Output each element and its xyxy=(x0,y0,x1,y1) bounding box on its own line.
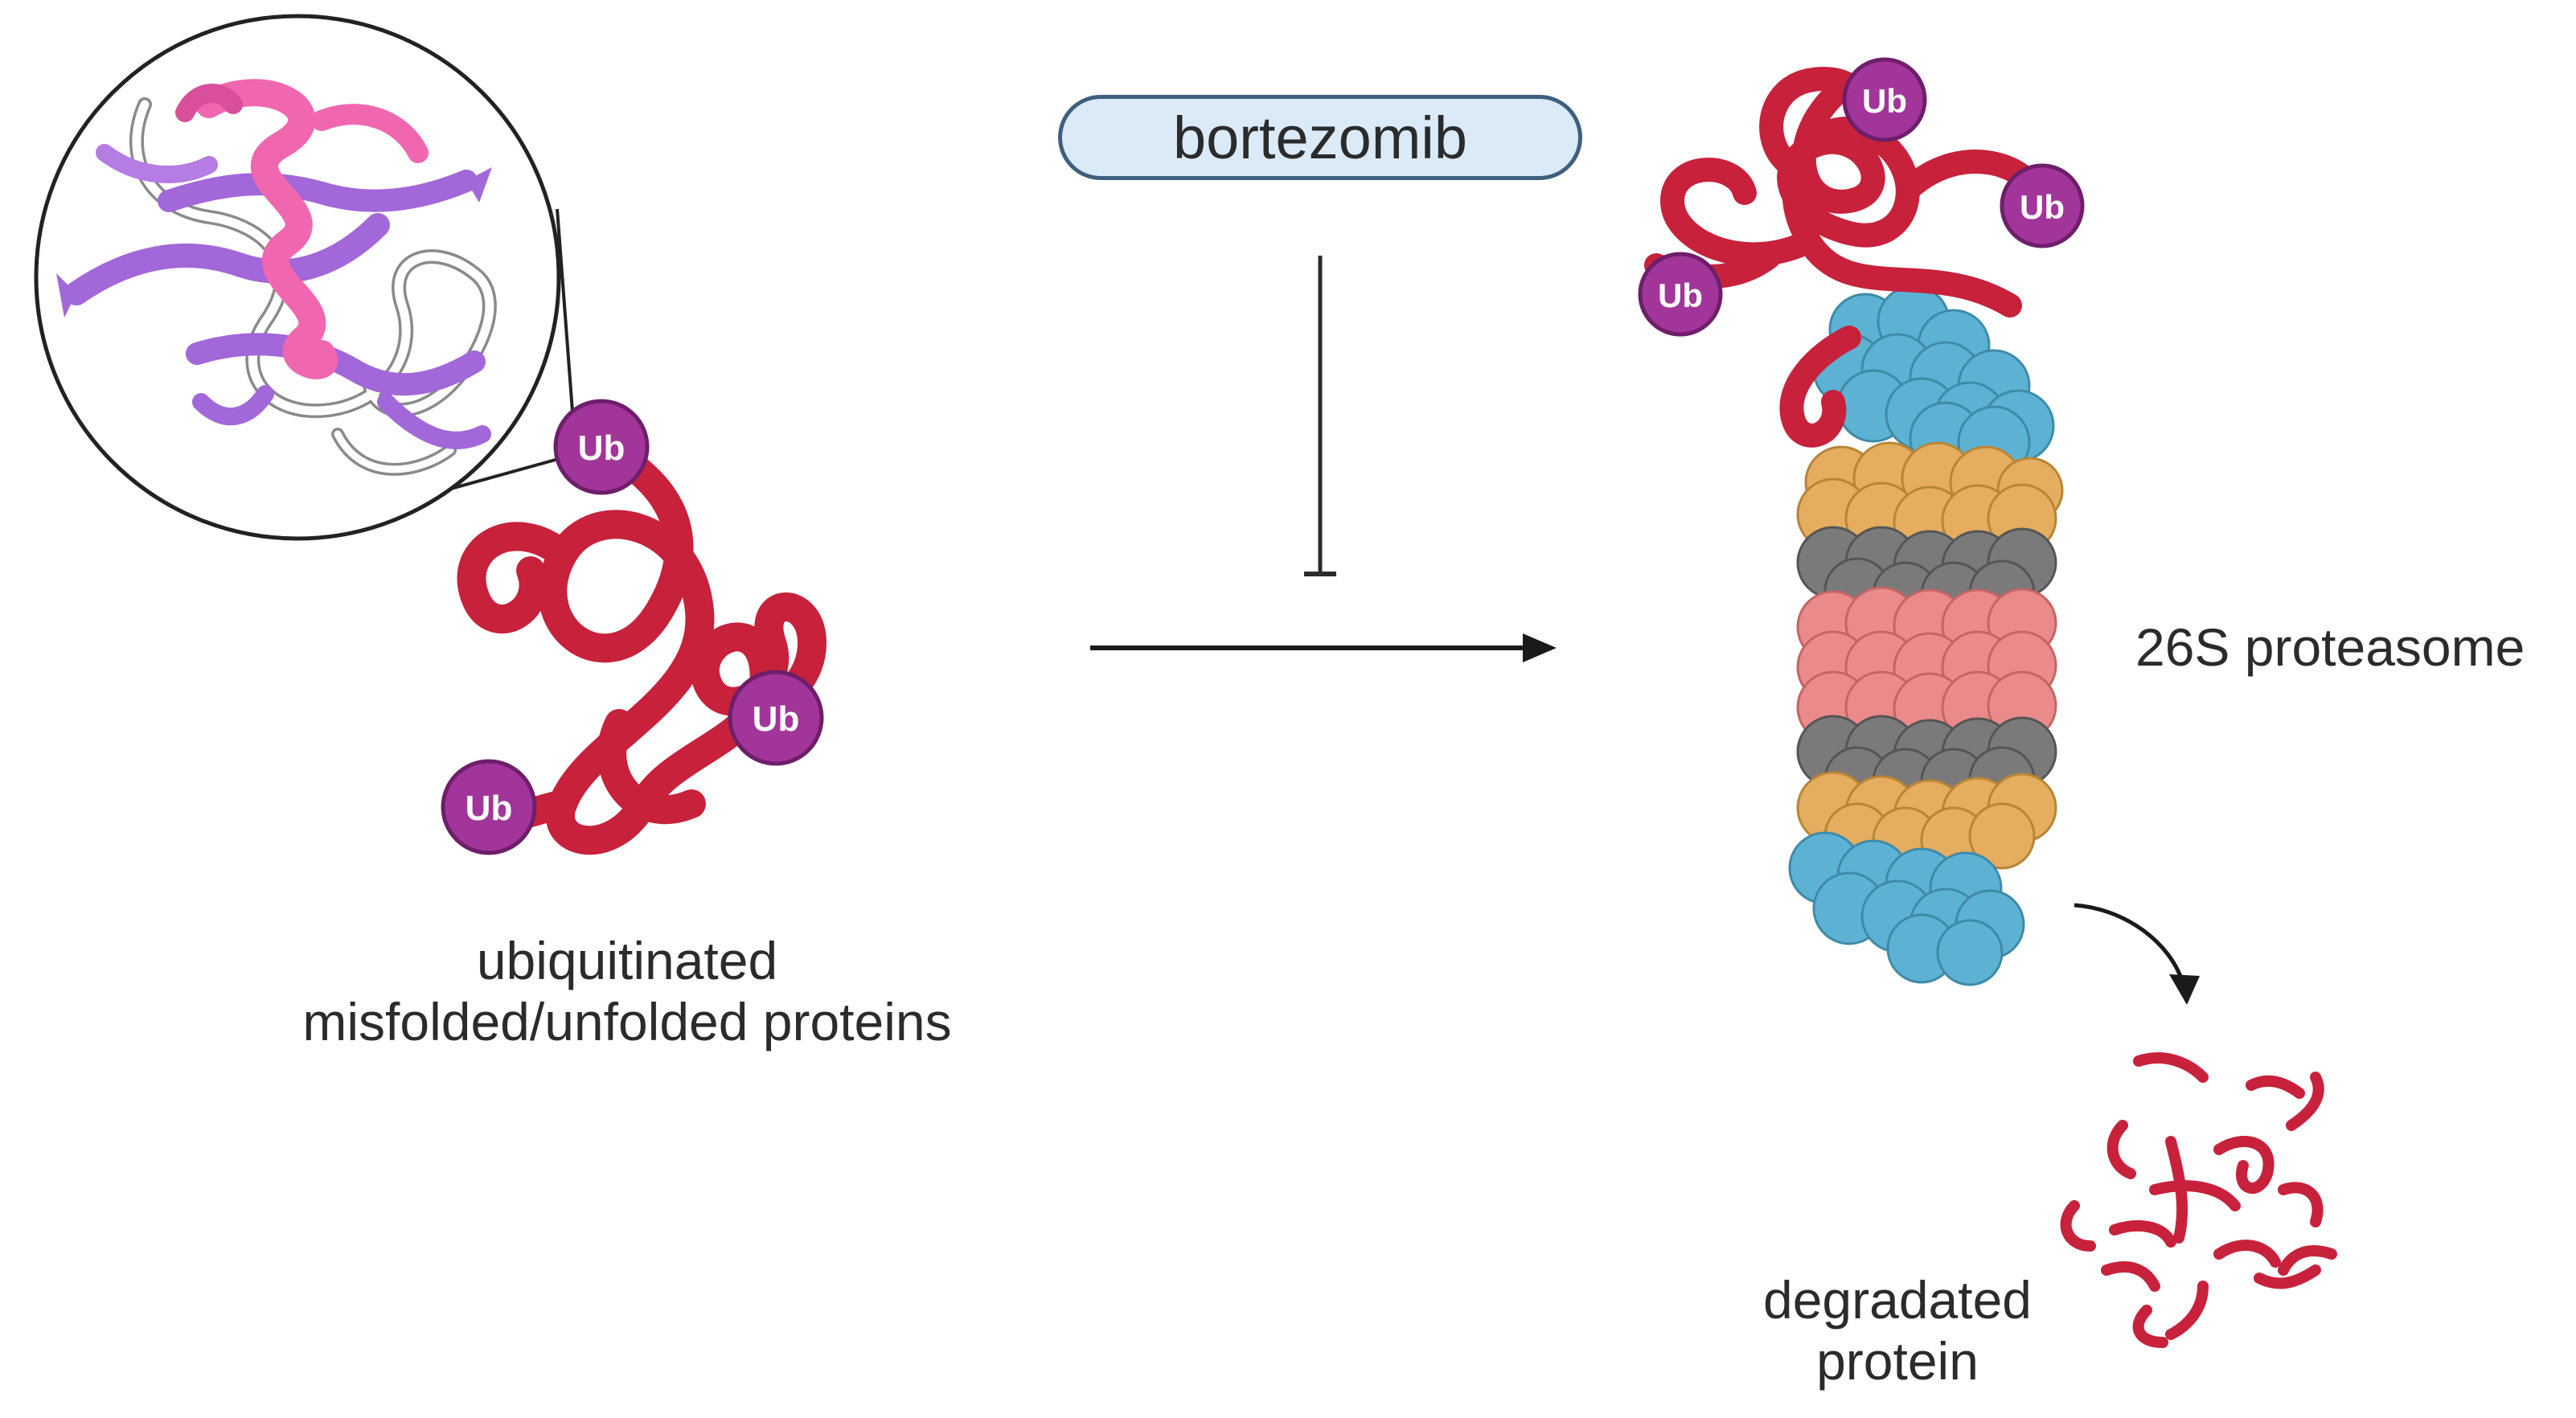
substrate-on-proteasome: Ub Ub Ub xyxy=(1638,57,2085,448)
ubiquitin-tag-5 xyxy=(2000,163,2085,248)
bortezomib-label: bortezomib xyxy=(1172,104,1468,171)
substrate-label-line2: misfolded/unfolded proteins xyxy=(302,991,952,1051)
substrate-label-line1: ubiquitinated xyxy=(476,931,778,990)
product-label-line2: protein xyxy=(1816,1330,1979,1391)
proteasome-label-text: 26S proteasome xyxy=(2135,617,2525,677)
ubiquitin-tag-3 xyxy=(441,759,537,855)
ubiquitin-tag-4 xyxy=(1842,57,1927,142)
ub-text-5: Ub xyxy=(2020,188,2065,226)
ub-text-1: Ub xyxy=(578,428,626,468)
product-label: degradated protein xyxy=(1721,1270,2074,1392)
proteasome-top-cap xyxy=(1812,285,2055,479)
inhibition-line xyxy=(1304,256,1336,576)
ub-text-3: Ub xyxy=(466,789,513,828)
ub-text-6: Ub xyxy=(1658,277,1703,314)
reaction-arrow xyxy=(1090,633,1557,662)
ubiquitinated-protein: Ub Ub Ub xyxy=(441,399,827,855)
proteasome xyxy=(1788,285,2064,986)
proteasome-core-pink xyxy=(1796,586,2057,746)
protein-structure-inset xyxy=(34,14,577,541)
bortezomib-label-pill: bortezomib xyxy=(1058,95,1582,180)
degradation-arrow xyxy=(2074,903,2200,1005)
product-label-line1: degradated xyxy=(1763,1270,2032,1330)
proteasome-bottom-cap xyxy=(1788,831,2025,986)
degraded-protein-fragments xyxy=(2060,1052,2337,1348)
ubiquitin-tag-6 xyxy=(1638,252,1723,337)
ub-text-2: Ub xyxy=(753,699,800,739)
ub-text-4: Ub xyxy=(1862,82,1907,120)
substrate-label: ubiquitinated misfolded/unfolded protein… xyxy=(241,931,1013,1053)
proteasome-label: 26S proteasome xyxy=(2135,617,2525,678)
ubiquitin-tag-2 xyxy=(728,670,824,766)
ubiquitin-tag-1 xyxy=(553,399,650,495)
